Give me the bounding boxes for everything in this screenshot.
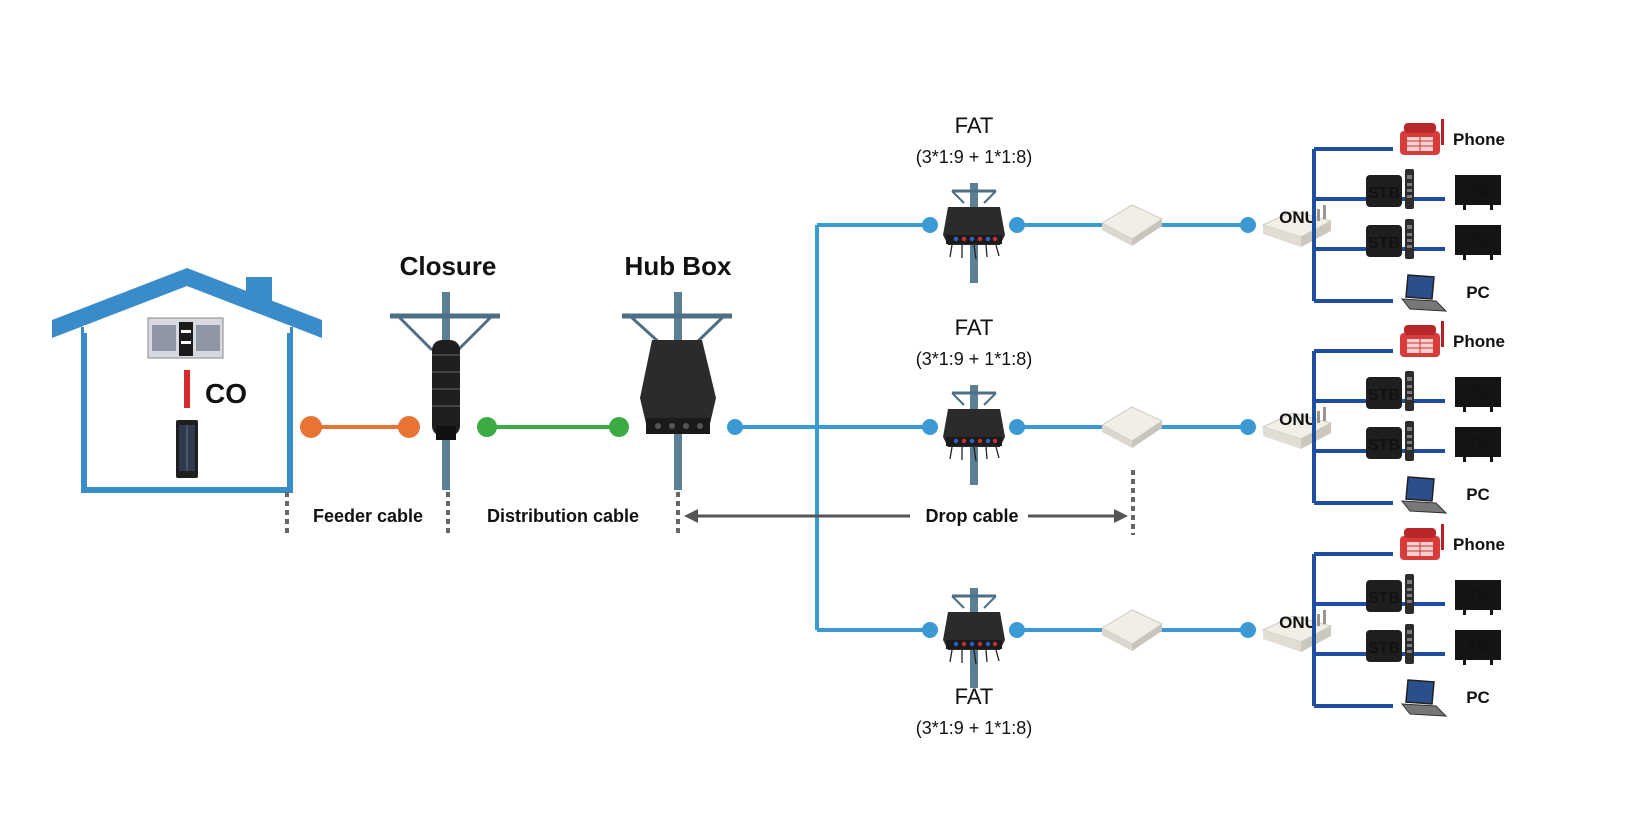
splitter-box-icon	[1101, 204, 1163, 247]
fat-input-node	[922, 622, 938, 638]
tv-label: TV	[1467, 384, 1489, 403]
co-link-line	[184, 370, 190, 408]
drop-cable-trunk	[735, 223, 930, 632]
closure-label: Closure	[400, 251, 497, 281]
laptop-icon	[1401, 679, 1447, 717]
drop-cable-label: Drop cable	[925, 506, 1018, 526]
stb-label: STB	[1368, 590, 1400, 607]
phone-label: Phone	[1453, 535, 1505, 554]
phone-icon	[1399, 118, 1445, 156]
fat-title-label: FAT	[955, 113, 994, 138]
feeder-cable-line	[300, 416, 420, 438]
drop-cable-arrow	[684, 509, 1128, 523]
laptop-icon	[1401, 274, 1447, 312]
fat-output-node	[1009, 622, 1025, 638]
fat-box-icon	[941, 181, 1007, 285]
phone-label: Phone	[1453, 332, 1505, 351]
splitter-box-icon	[1101, 609, 1163, 652]
fat-spec-label: (3*1:9 + 1*1:8)	[916, 147, 1033, 167]
distribution-cable-line	[477, 417, 629, 437]
tv-label: TV	[1467, 434, 1489, 453]
fat-input-node	[922, 217, 938, 233]
pc-label: PC	[1466, 485, 1490, 504]
tv-label: TV	[1467, 182, 1489, 201]
hub-box-pole-icon	[622, 292, 732, 490]
laptop-icon	[1401, 476, 1447, 514]
feeder-cable-label: Feeder cable	[313, 506, 423, 526]
phone-label: Phone	[1453, 130, 1505, 149]
olt-equipment-icon	[147, 317, 224, 359]
onu-input-node	[1240, 622, 1256, 638]
phone-icon	[1399, 523, 1445, 561]
tv-label: TV	[1467, 587, 1489, 606]
tv-label: TV	[1467, 637, 1489, 656]
onu-label: ONU	[1279, 410, 1317, 429]
closure-pole-icon	[390, 292, 500, 490]
pc-label: PC	[1466, 283, 1490, 302]
splitter-box-icon	[1101, 406, 1163, 449]
stb-label: STB	[1368, 185, 1400, 202]
hub-box-label: Hub Box	[625, 251, 732, 281]
onu-input-node	[1240, 217, 1256, 233]
tv-label: TV	[1467, 232, 1489, 251]
stb-label: STB	[1368, 235, 1400, 252]
fat-spec-label: (3*1:9 + 1*1:8)	[916, 349, 1033, 369]
fat-input-node	[922, 419, 938, 435]
onu-label: ONU	[1279, 208, 1317, 227]
stb-label: STB	[1368, 640, 1400, 657]
server-rack-icon	[176, 420, 198, 478]
onu-input-node	[1240, 419, 1256, 435]
fat-output-node	[1009, 419, 1025, 435]
distribution-cable-label: Distribution cable	[487, 506, 639, 526]
fat-title-label: FAT	[955, 684, 994, 709]
co-label: CO	[205, 378, 247, 409]
fat-box-icon	[941, 586, 1007, 690]
stb-label: STB	[1368, 437, 1400, 454]
fat-output-node	[1009, 217, 1025, 233]
phone-icon	[1399, 320, 1445, 358]
stb-label: STB	[1368, 387, 1400, 404]
hub-box-output-node	[727, 419, 743, 435]
onu-label: ONU	[1279, 613, 1317, 632]
fat-box-icon	[941, 383, 1007, 487]
fat-title-label: FAT	[955, 315, 994, 340]
pc-label: PC	[1466, 688, 1490, 707]
section-markers	[285, 470, 1135, 535]
fat-spec-label: (3*1:9 + 1*1:8)	[916, 718, 1033, 738]
